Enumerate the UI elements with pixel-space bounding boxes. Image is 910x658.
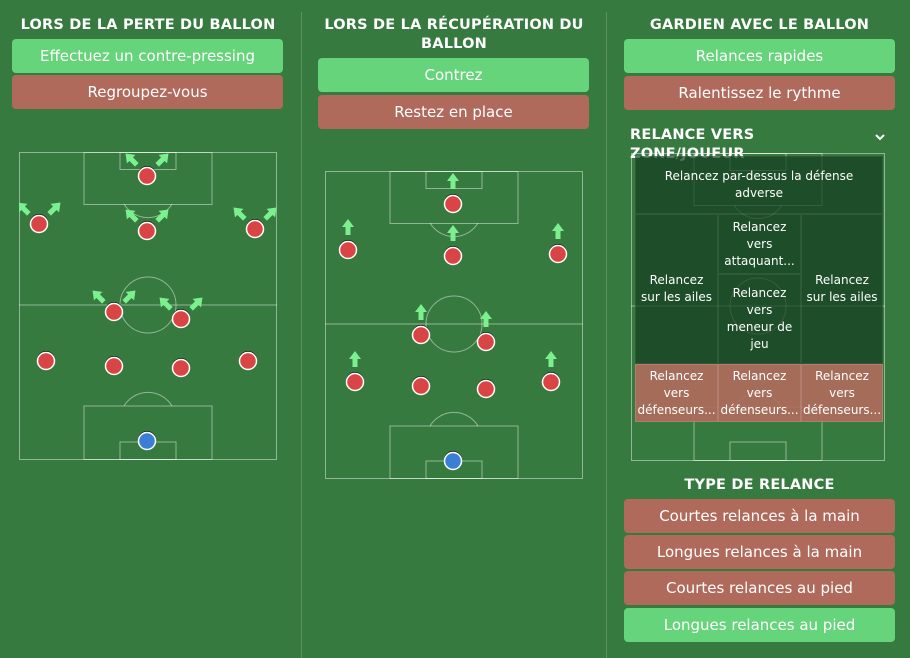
counter-press-button[interactable]: Effectuez un contre-pressing xyxy=(12,39,283,73)
goalkeeper-in-possession-title: GARDIEN AVEC LE BALLON xyxy=(649,17,870,33)
zone-right-wing[interactable]: Relancez sur les ailes xyxy=(801,214,883,364)
movement-arrow-icon xyxy=(480,311,492,327)
long-throws-button[interactable]: Longues relances à la main xyxy=(624,535,895,569)
movement-arrow-icon xyxy=(263,207,277,221)
zone-defenders-center[interactable]: Relancez vers défenseurs... xyxy=(718,364,801,422)
player-marker xyxy=(104,356,124,376)
distribute-quickly-button[interactable]: Relances rapides xyxy=(624,39,895,73)
player-marker xyxy=(171,358,191,378)
player-marker xyxy=(29,214,49,234)
player-marker xyxy=(338,240,358,260)
regain-possession-title: LORS DE LA RÉCUPÉRATION DU BALLON xyxy=(324,17,584,52)
zone-striker[interactable]: Relancez vers attaquant... xyxy=(718,214,801,274)
player-marker xyxy=(345,372,365,392)
movement-arrow-icon xyxy=(125,209,139,223)
movement-arrow-icon xyxy=(552,223,564,239)
player-marker xyxy=(548,244,568,264)
player-marker xyxy=(443,194,463,214)
loss-of-possession-title: LORS DE LA PERTE DU BALLON xyxy=(20,17,276,33)
zone-over-defence[interactable]: Relancez par-dessus la défense adverse xyxy=(635,156,883,214)
short-throws-button[interactable]: Courtes relances à la main xyxy=(624,499,895,533)
pitch-regain-possession xyxy=(325,171,583,479)
regroup-button[interactable]: Regroupez-vous xyxy=(12,75,283,109)
movement-arrow-icon xyxy=(189,297,203,311)
movement-arrow-icon xyxy=(47,202,61,216)
movement-arrow-icon xyxy=(349,351,361,367)
short-kicks-button[interactable]: Courtes relances au pied xyxy=(624,571,895,605)
movement-arrow-icon xyxy=(159,297,173,311)
player-marker xyxy=(443,246,463,266)
hold-shape-button[interactable]: Restez en place xyxy=(318,95,589,129)
player-marker xyxy=(36,351,56,371)
movement-arrow-icon xyxy=(125,153,139,167)
player-marker xyxy=(476,379,496,399)
pitch-loss-of-possession xyxy=(19,152,277,460)
movement-arrow-icon xyxy=(415,304,427,320)
goalkeeper-marker xyxy=(137,431,157,451)
movement-arrow-icon xyxy=(233,207,247,221)
player-marker xyxy=(411,325,431,345)
counter-button[interactable]: Contrez xyxy=(318,58,589,92)
player-marker xyxy=(541,372,561,392)
player-marker xyxy=(104,302,124,322)
movement-arrow-icon xyxy=(447,173,459,189)
goalkeeper-marker xyxy=(443,451,463,471)
slow-pace-down-button[interactable]: Ralentissez le rythme xyxy=(624,76,895,110)
player-marker xyxy=(171,309,191,329)
player-marker xyxy=(476,332,496,352)
movement-arrow-icon xyxy=(92,290,106,304)
player-marker xyxy=(137,166,157,186)
player-marker xyxy=(137,221,157,241)
player-marker xyxy=(245,219,265,239)
movement-arrow-icon xyxy=(122,290,136,304)
zone-defenders-left[interactable]: Relancez vers défenseurs... xyxy=(635,364,718,422)
chevron-down-icon[interactable] xyxy=(874,128,886,147)
movement-arrow-icon xyxy=(19,202,31,216)
distribution-type-title: TYPE DE RELANCE xyxy=(684,477,835,493)
movement-arrow-icon xyxy=(342,219,354,235)
movement-arrow-icon xyxy=(155,153,169,167)
zone-playmaker[interactable]: Relancez vers meneur de jeu xyxy=(718,274,801,364)
zone-left-wing[interactable]: Relancez sur les ailes xyxy=(635,214,718,364)
player-marker xyxy=(411,376,431,396)
movement-arrow-icon xyxy=(545,351,557,367)
long-kicks-button[interactable]: Longues relances au pied xyxy=(624,608,895,642)
movement-arrow-icon xyxy=(447,225,459,241)
movement-arrow-icon xyxy=(155,209,169,223)
zone-defenders-right[interactable]: Relancez vers défenseurs... xyxy=(801,364,883,422)
player-marker xyxy=(238,351,258,371)
